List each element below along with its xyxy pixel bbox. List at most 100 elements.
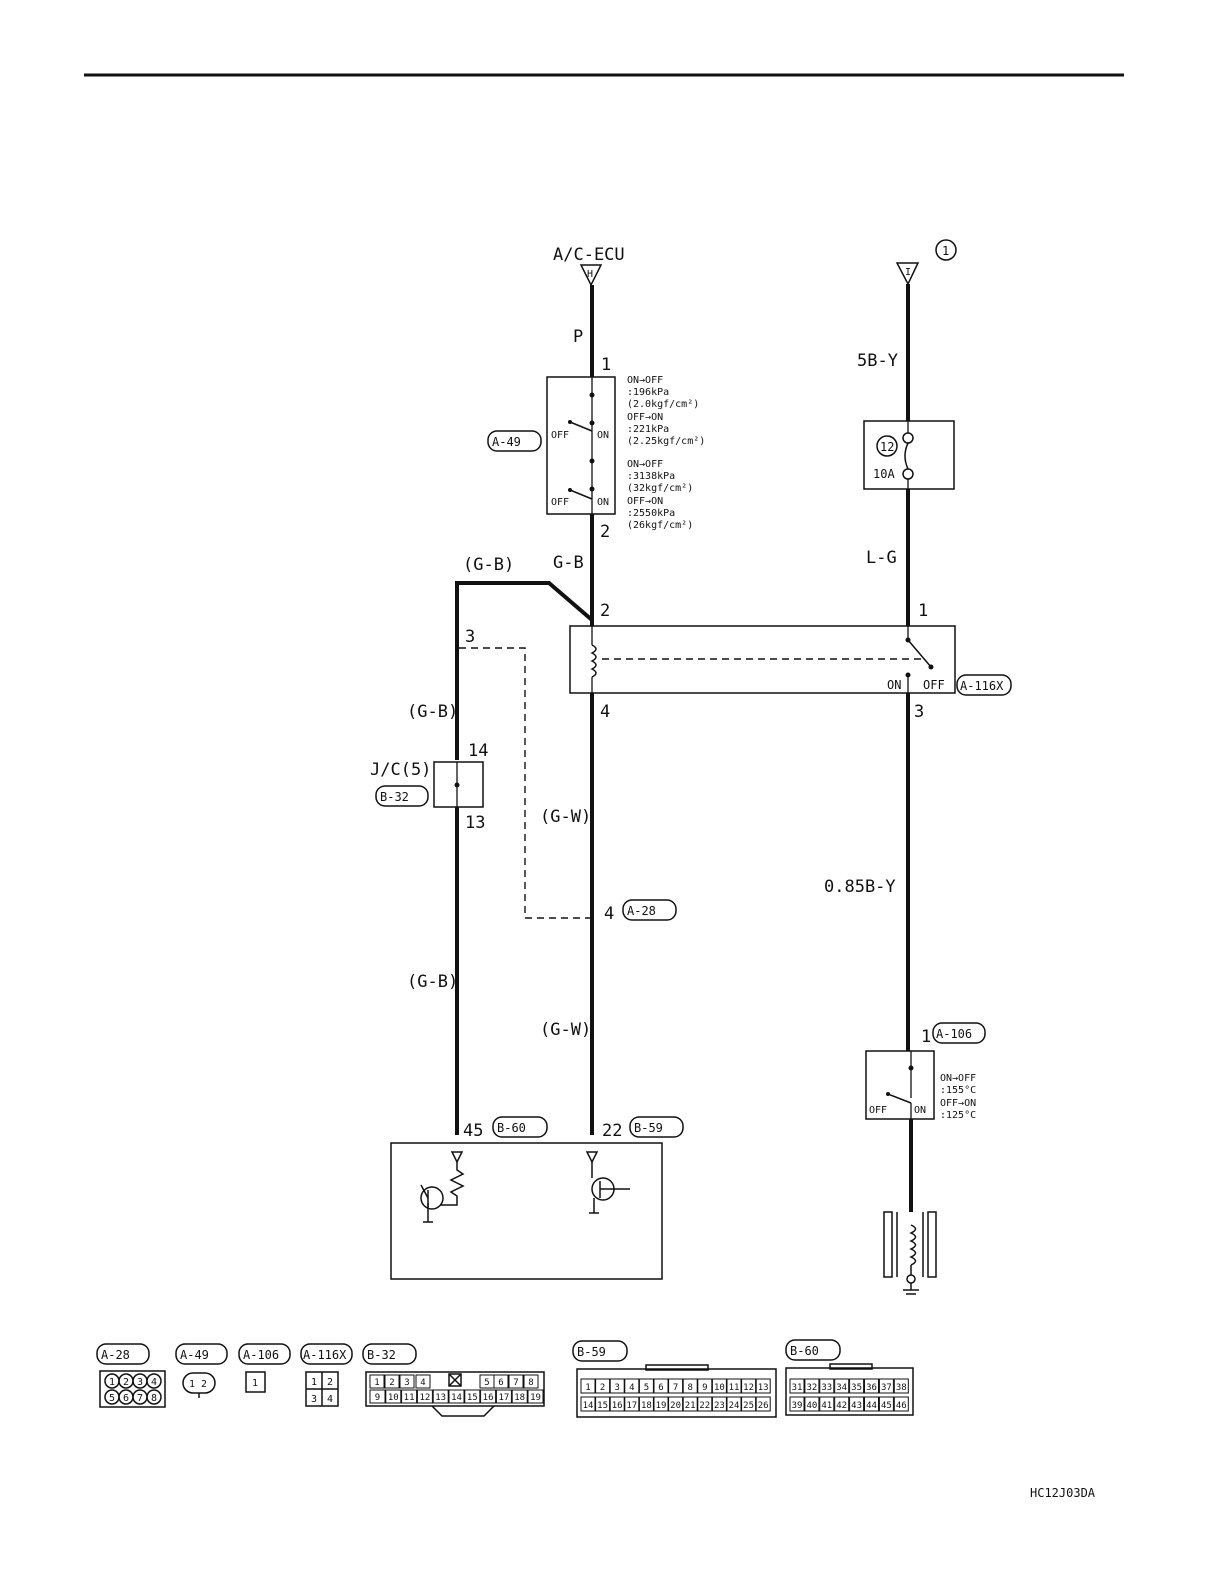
b60-view-tag: B-60 [785, 1339, 841, 1361]
b32-tag-label: B-32 [380, 790, 409, 804]
b32-pin: 4 [420, 1378, 425, 1388]
b60-cell [878, 1396, 894, 1412]
b60-pin: 37 [881, 1383, 892, 1393]
wire-5by-label: 5B-Y [857, 351, 898, 371]
pressure-switch-box [546, 376, 616, 515]
b32-cell [527, 1389, 544, 1404]
a49-tag: A-49 [487, 430, 542, 452]
ps-contact-low [569, 421, 593, 432]
ps-node [568, 420, 572, 424]
a106-pin: 1 [252, 1378, 258, 1389]
b32-cell [385, 1389, 402, 1404]
b32-pin: 15 [467, 1393, 478, 1403]
ps-contact-high [569, 489, 593, 500]
b60-cell [804, 1378, 820, 1394]
b60-cell [878, 1378, 894, 1394]
b32-pin: 17 [498, 1393, 509, 1403]
b59-cell [755, 1396, 771, 1412]
ps-on-low: ON [597, 430, 609, 441]
b32-tag: B-32 [375, 785, 429, 807]
b59-cell [668, 1396, 684, 1412]
b32-pin: 9 [375, 1393, 380, 1403]
a106-view-name: A-106 [243, 1348, 279, 1362]
a49-tag-label: A-49 [492, 435, 521, 449]
thermo-switch-box [865, 1050, 935, 1120]
b60-view-name: B-60 [790, 1344, 819, 1358]
a49-pin: 2 [201, 1379, 207, 1390]
b32-pin: 13 [435, 1393, 446, 1403]
b32-pin: 1 [374, 1378, 379, 1388]
b59-cell [609, 1396, 625, 1412]
b60-cell [864, 1378, 879, 1394]
b59-pin: 18 [641, 1401, 652, 1411]
b32-cell [523, 1374, 539, 1389]
b59-pin: 10 [714, 1383, 725, 1393]
ps-node [589, 392, 595, 398]
ecu-box [390, 1142, 663, 1280]
fuse-terminal [902, 468, 914, 480]
a28-pin: 5 [109, 1393, 115, 1404]
thermo-off: OFF [869, 1105, 887, 1116]
jc-pin14: 14 [468, 741, 488, 761]
a28-pin: 1 [109, 1377, 115, 1388]
ecu-right-connector-icon [585, 1151, 599, 1164]
b32-pin: 10 [388, 1393, 399, 1403]
b60-pin: 35 [851, 1383, 862, 1393]
relay-node [928, 664, 934, 670]
a49-connector-view: 1 2 [182, 1372, 216, 1398]
b59-cell [653, 1396, 669, 1412]
b60-cell [893, 1396, 909, 1412]
b60-pin: 38 [896, 1383, 907, 1393]
b59-tag: B-59 [629, 1116, 684, 1138]
b32-pin: 12 [419, 1393, 430, 1403]
a49-view-tag: A-49 [175, 1343, 228, 1365]
ps-spec-high: ON→OFF :3138kPa (32kgf/cm²) OFF→ON :2550… [627, 459, 693, 531]
jc-pin13: 13 [465, 813, 485, 833]
wire-gb-top-label: (G-B) [463, 555, 514, 575]
b59-pin: 4 [629, 1383, 634, 1393]
b60-cell [849, 1378, 865, 1394]
fuse-number-circle [876, 435, 898, 457]
ecu-left-connector-icon [450, 1151, 464, 1164]
b59-tag-label: B-59 [634, 1121, 663, 1135]
b59-pin: 19 [656, 1401, 667, 1411]
spec-line: ON→OFF [940, 1073, 976, 1084]
b59-cell [624, 1378, 640, 1394]
a49-pin1: 1 [601, 355, 611, 375]
b59-cell [580, 1396, 596, 1412]
spec-line: (2.25kgf/cm²) [627, 436, 705, 447]
b60-pin: 43 [851, 1401, 862, 1411]
b32-cell [415, 1374, 431, 1389]
b60-cell [849, 1396, 865, 1412]
b32-cell [432, 1389, 449, 1404]
b32-cell [384, 1374, 400, 1389]
a49-pin2: 2 [600, 522, 610, 542]
a28-pin: 4 [604, 904, 614, 924]
b60-cell [819, 1396, 835, 1412]
b60-cell [819, 1378, 835, 1394]
a116x-connector-view: 1 2 3 4 [305, 1371, 339, 1407]
a116x-view-name: A-116X [303, 1348, 347, 1362]
b32-pin: 8 [528, 1378, 533, 1388]
compressor-clutch-icon [883, 1211, 937, 1295]
b32-cell [480, 1389, 497, 1404]
b59-pin: 14 [583, 1401, 594, 1411]
relay-off: OFF [923, 678, 945, 692]
spec-line: OFF→ON [627, 496, 663, 507]
wire-gw-mid-label: (G-W) [540, 807, 591, 827]
ps-node [589, 458, 595, 464]
b32-pin: 3 [404, 1378, 409, 1388]
b59-pin: 11 [729, 1383, 740, 1393]
b60-pin: 46 [896, 1401, 907, 1411]
b60-pin: 39 [792, 1401, 803, 1411]
spec-line: (26kgf/cm²) [627, 520, 693, 531]
b59-pin: 22 [699, 1401, 710, 1411]
b32-cell [493, 1374, 509, 1389]
b60-pin: 42 [836, 1401, 847, 1411]
thermo-contact [887, 1093, 912, 1104]
relay-pin4: 4 [600, 702, 610, 722]
relay-pin3: 3 [914, 702, 924, 722]
b59-pin: 15 [597, 1401, 608, 1411]
